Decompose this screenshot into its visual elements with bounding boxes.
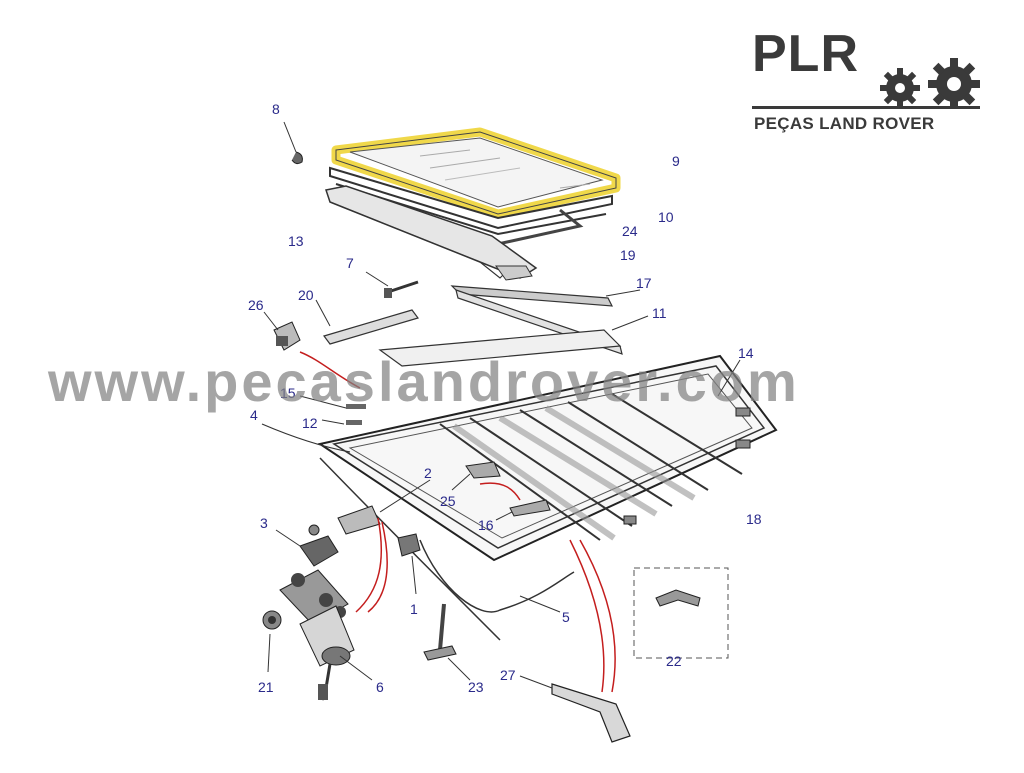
part-8-clip [283, 121, 303, 165]
label-6: 6 [376, 679, 384, 695]
part-13-trim-panel [325, 185, 538, 281]
logo-brand: PLR [752, 25, 859, 83]
part-14-frame [317, 354, 778, 562]
part-12-screw [321, 419, 362, 425]
part-16-slider [495, 499, 551, 521]
part-4-cable [261, 423, 351, 453]
callout-lines [299, 351, 616, 693]
website-watermark: www.pecaslandrover.com [48, 350, 800, 413]
label-26: 26 [248, 297, 264, 313]
part-20-deflector-arm [315, 299, 419, 345]
label-2: 2 [424, 465, 432, 481]
part-3-gear [275, 524, 339, 567]
gears-icon [880, 58, 980, 106]
label-1: 1 [410, 601, 418, 617]
label-19: 19 [620, 247, 636, 263]
part-15-seal [299, 395, 366, 409]
part-2-bracket [337, 479, 431, 535]
label-24: 24 [622, 223, 638, 239]
label-20: 20 [298, 287, 314, 303]
label-14: 14 [738, 345, 754, 361]
label-5: 5 [562, 609, 570, 625]
part-22-inset [633, 567, 729, 659]
label-3: 3 [260, 515, 268, 531]
part-5-drain-tube [319, 457, 575, 641]
part-7-screw [365, 271, 419, 298]
label-18: 18 [746, 511, 762, 527]
label-7: 7 [346, 255, 354, 271]
part-21-bush [262, 610, 282, 673]
label-22: 22 [666, 653, 682, 669]
plr-logo: PLR PEÇAS LAND [752, 25, 984, 133]
label-21: 21 [258, 679, 274, 695]
label-23: 23 [468, 679, 484, 695]
part-25-clip [451, 461, 501, 491]
part-11-rail [378, 315, 649, 367]
part-1-block [397, 533, 421, 595]
part-27-bracket [519, 675, 631, 743]
label-8: 8 [272, 101, 280, 117]
label-12: 12 [302, 415, 318, 431]
part-26-bracket [263, 311, 301, 351]
label-9: 9 [672, 153, 680, 169]
label-16: 16 [478, 517, 494, 533]
label-17: 17 [636, 275, 652, 291]
label-10: 10 [658, 209, 674, 225]
logo-divider [752, 106, 980, 109]
label-13: 13 [288, 233, 304, 249]
label-11: 11 [652, 305, 667, 321]
label-25: 25 [440, 493, 456, 509]
part-6-motor [279, 569, 373, 701]
sunroof-glass-assembly [329, 127, 621, 246]
label-15: 15 [280, 385, 296, 401]
label-4: 4 [250, 407, 258, 423]
label-27: 27 [500, 667, 516, 683]
logo-tagline: PEÇAS LAND ROVER [754, 114, 935, 133]
part-23-handle [423, 603, 471, 681]
part-labels: 8 9 10 24 19 13 7 17 20 26 11 14 15 4 12… [248, 101, 762, 695]
